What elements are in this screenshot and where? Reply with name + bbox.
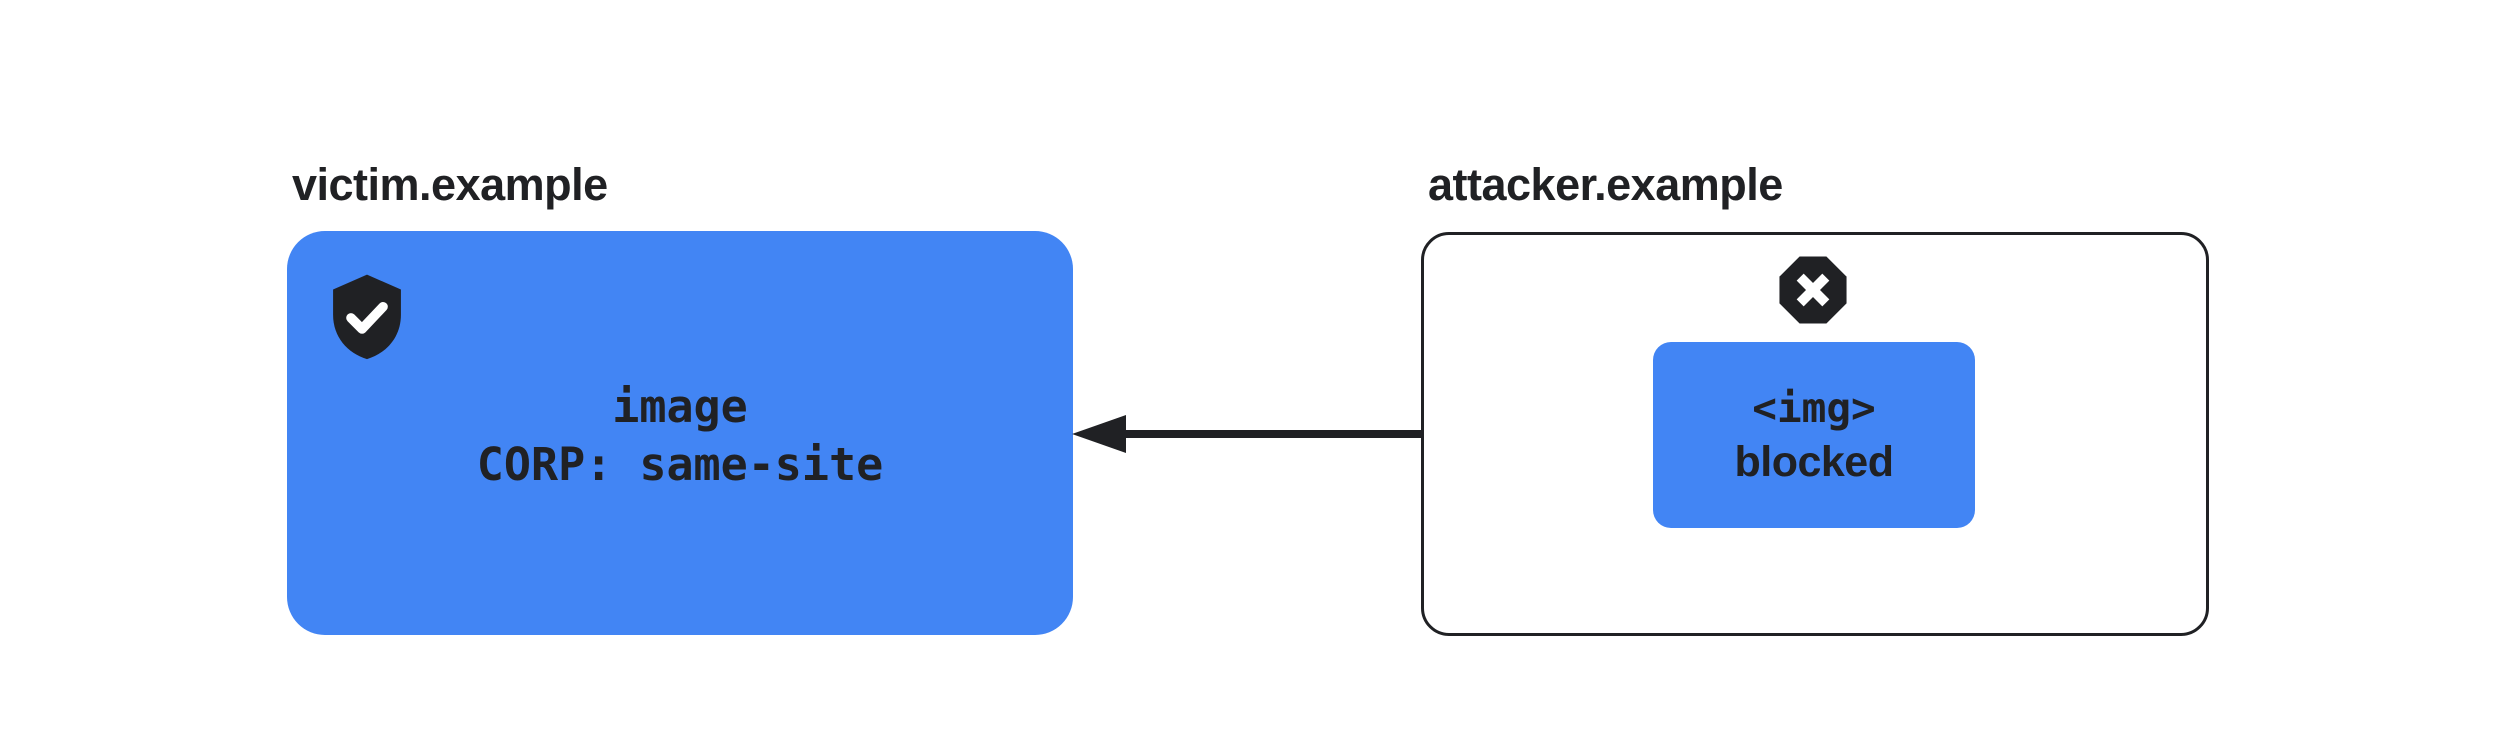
victim-domain-label: victim.example bbox=[292, 159, 608, 210]
resource-name-line: image bbox=[612, 380, 748, 433]
victim-resource-text: image CORP: same-site bbox=[287, 231, 1073, 635]
blocked-text: blocked bbox=[1734, 437, 1895, 486]
attacker-site-box: <img> blocked bbox=[1421, 232, 2209, 636]
img-tag-text: <img> bbox=[1752, 383, 1876, 432]
octagon-x-icon bbox=[1779, 256, 1847, 324]
victim-site-box: image CORP: same-site bbox=[287, 231, 1073, 635]
shield-check-icon bbox=[333, 274, 401, 360]
img-request-box: <img> blocked bbox=[1653, 342, 1975, 528]
attacker-domain-label: attacker.example bbox=[1428, 159, 1783, 210]
corp-header-line: CORP: same-site bbox=[476, 438, 884, 491]
